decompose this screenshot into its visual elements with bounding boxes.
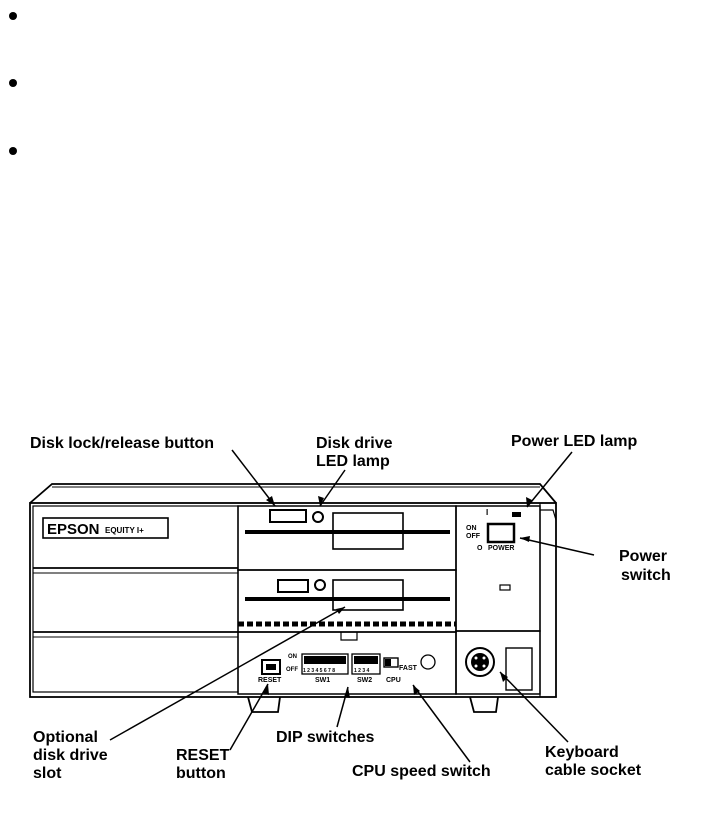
disk-lock-button-2[interactable]: [277, 579, 309, 593]
sw-off-text: OFF: [286, 667, 298, 673]
brand-model: EQUITY I+: [105, 526, 144, 535]
panel-on-text: ON: [466, 525, 477, 532]
label-disk-lock: Disk lock/release button: [30, 435, 214, 452]
label-power-led: Power LED lamp: [511, 433, 637, 450]
label-keyboard-2: cable socket: [545, 762, 642, 779]
label-keyboard-1: Keyboard: [545, 744, 619, 761]
label-cpu-speed: CPU speed switch: [352, 763, 491, 780]
computer-case: [29, 483, 557, 713]
power-led: [512, 512, 521, 517]
bullet-3: [9, 147, 17, 155]
sw-on-text: ON: [288, 654, 297, 660]
power-panel: I ON OFF O POWER: [466, 508, 521, 591]
brand-badge: [42, 517, 169, 539]
label-optional-3: slot: [33, 765, 62, 782]
label-power-switch-2: switch: [621, 567, 671, 584]
reset-text: RESET: [258, 677, 282, 684]
label-optional-2: disk drive: [33, 747, 108, 764]
sw2-numbers: 1 2 3 4: [354, 668, 370, 674]
disk-lock-button-1[interactable]: [269, 509, 307, 523]
cpu-text: CPU: [386, 677, 401, 684]
disk-led-1: [312, 511, 324, 523]
dip-switch-sw2[interactable]: [351, 653, 381, 675]
sw1-numbers: 1 2 3 4 5 6 7 8: [303, 668, 335, 674]
power-off-symbol: O: [477, 545, 483, 552]
power-on-symbol: I: [486, 508, 488, 517]
reset-button[interactable]: [261, 659, 281, 675]
disk-drive-2: [245, 579, 450, 611]
panel-off-text: OFF: [466, 533, 481, 540]
bullet-2: [9, 79, 17, 87]
fast-text: FAST: [399, 665, 418, 672]
leader-lines: [109, 449, 595, 763]
control-strip: RESET ON OFF 1 2 3 4 5 6 7 8 SW1 1 2 3 4…: [258, 653, 436, 684]
power-switch[interactable]: [486, 522, 516, 544]
bullet-1: [9, 12, 17, 20]
disk-led-2: [314, 579, 326, 591]
arrow-heads: [263, 496, 532, 698]
label-reset-1: RESET: [176, 747, 230, 764]
label-disk-led-1: Disk drive: [316, 435, 393, 452]
label-disk-led-2: LED lamp: [316, 453, 390, 470]
label-optional-1: Optional: [33, 729, 98, 746]
keyboard-socket: [465, 647, 533, 691]
power-text: POWER: [488, 545, 514, 552]
label-power-switch-1: Power: [619, 548, 667, 565]
sw1-text: SW1: [315, 677, 330, 684]
label-reset-2: button: [176, 765, 226, 782]
disk-drive-1: [245, 509, 450, 550]
sw2-text: SW2: [357, 677, 372, 684]
brand-epson: EPSON: [47, 521, 100, 538]
label-dip-switches: DIP switches: [276, 729, 375, 746]
dip-switch-sw1[interactable]: [301, 653, 349, 675]
